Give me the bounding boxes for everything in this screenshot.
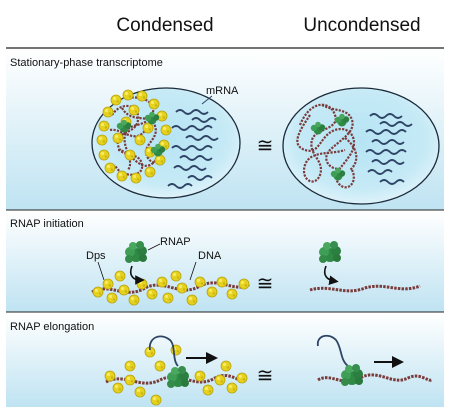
dna-strand-icon: [296, 103, 358, 189]
label-dps: Dps: [86, 250, 106, 262]
dna-strand-icon: [91, 281, 251, 294]
column-header-uncondensed: Uncondensed: [303, 15, 420, 36]
column-header-condensed: Condensed: [116, 15, 213, 36]
relation-symbol-2: ≅: [257, 273, 274, 295]
panel-title-elongation: RNAP elongation: [10, 321, 94, 333]
arrow-icon: [129, 265, 145, 285]
panel-title-stationary: Stationary-phase transcriptome: [10, 57, 163, 69]
initiation-condensed: [91, 241, 251, 306]
relation-symbol-3: ≅: [257, 365, 274, 387]
cell-uncondensed: [282, 87, 440, 205]
mrna-strand-icon: [316, 334, 349, 367]
mrna-strand-icon: [167, 109, 219, 189]
elongation-uncondensed: [316, 334, 433, 386]
cell-condensed: [91, 87, 241, 199]
relation-symbol-1: ≅: [257, 135, 274, 157]
elongation-condensed: [104, 335, 248, 406]
initiation-uncondensed: [309, 241, 421, 293]
label-rnap: RNAP: [160, 236, 191, 248]
arrow-icon: [323, 265, 339, 285]
dna-strand-icon: [309, 284, 421, 293]
mrna-strand-icon: [365, 113, 413, 185]
panel-initiation: [6, 211, 444, 312]
panel-title-initiation: RNAP initiation: [10, 218, 84, 230]
label-mrna: mRNA: [206, 85, 239, 97]
panel-elongation: [6, 313, 444, 407]
mrna-strand-icon: [148, 335, 179, 367]
label-dna: DNA: [198, 250, 222, 262]
dna-strand-icon: [317, 373, 433, 383]
